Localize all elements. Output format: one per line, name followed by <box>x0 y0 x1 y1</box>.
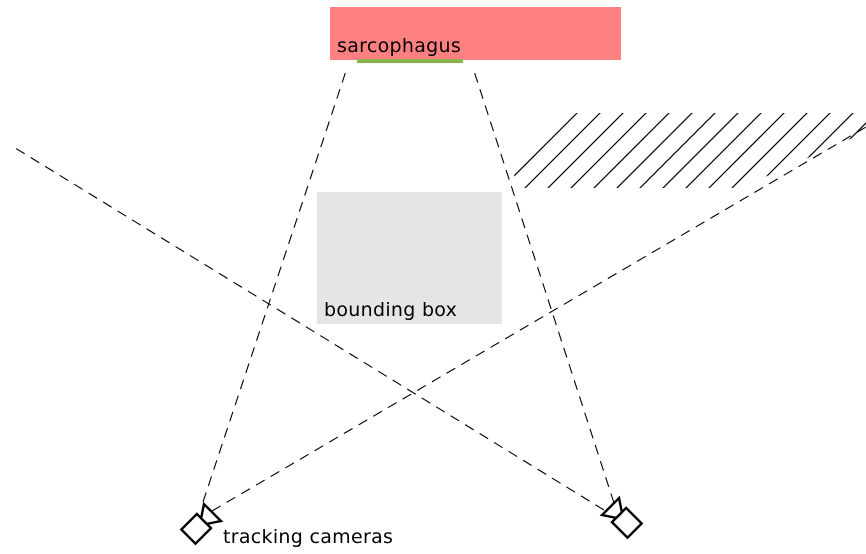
bounding-box-rect <box>317 192 502 324</box>
right-camera-sightline-up <box>473 70 615 504</box>
left-camera-sightline-up <box>202 70 347 503</box>
bounding-box-label: bounding box <box>324 299 457 321</box>
left-camera-icon <box>179 501 224 546</box>
occluded-region-hatch <box>505 113 866 188</box>
right-camera-icon <box>599 495 644 540</box>
tracking-cameras-label: tracking cameras <box>223 526 393 548</box>
sarcophagus-label: sarcophagus <box>337 35 461 57</box>
right-camera-sightline-left <box>11 145 605 511</box>
sarcophagus-rect <box>330 7 621 60</box>
left-camera-sightline-right <box>211 126 866 512</box>
